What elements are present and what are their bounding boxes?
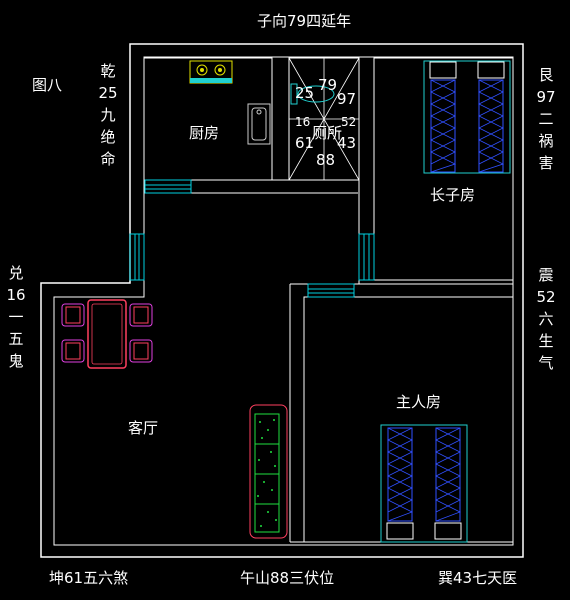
bathroom-number-1: 25 bbox=[295, 84, 315, 102]
son-room-bed bbox=[423, 60, 511, 174]
bathroom-number-5: 52 bbox=[341, 115, 357, 129]
son-room-door bbox=[358, 233, 375, 281]
kitchen-label: 厨房 bbox=[189, 124, 220, 142]
bathroom-number-3: 97 bbox=[337, 90, 357, 108]
master-room-label: 主人房 bbox=[396, 393, 442, 411]
living-room-label: 客厅 bbox=[128, 419, 159, 437]
toilet-icon bbox=[290, 83, 335, 105]
bathroom-number-2: 79 bbox=[318, 76, 338, 94]
master-room-wall bbox=[303, 296, 514, 543]
eldest-son-room-wall bbox=[373, 57, 514, 281]
outer-wall bbox=[40, 43, 524, 558]
dining-chairs bbox=[61, 303, 153, 363]
top-direction-label: 子向79四延年 bbox=[257, 12, 352, 30]
kitchen-door bbox=[144, 179, 192, 194]
master-room-bed bbox=[380, 424, 468, 543]
figure-label: 图八 bbox=[32, 76, 63, 94]
kitchen-wall bbox=[143, 57, 273, 181]
bottom-center-direction-label: 午山88三伏位 bbox=[240, 569, 335, 587]
bottom-right-direction-label: 巽43七天医 bbox=[438, 569, 518, 587]
bathroom-number-6: 61 bbox=[295, 134, 315, 152]
bathroom-number-8: 88 bbox=[316, 151, 336, 169]
eldest-son-room-label: 长子房 bbox=[430, 186, 476, 204]
bottom-left-direction-label: 坤61五六煞 bbox=[49, 569, 129, 587]
bathroom-number-7: 43 bbox=[337, 134, 357, 152]
dining-table bbox=[87, 299, 127, 369]
living-room-door-left bbox=[129, 233, 145, 281]
master-room-door bbox=[307, 283, 355, 298]
bathroom-label: 厕所 bbox=[312, 124, 343, 142]
sofa bbox=[249, 404, 288, 539]
bathroom-number-4: 16 bbox=[295, 115, 311, 129]
bathroom-grid-lines bbox=[288, 57, 360, 181]
sink-icon bbox=[247, 103, 271, 145]
stove-icon bbox=[189, 60, 233, 84]
